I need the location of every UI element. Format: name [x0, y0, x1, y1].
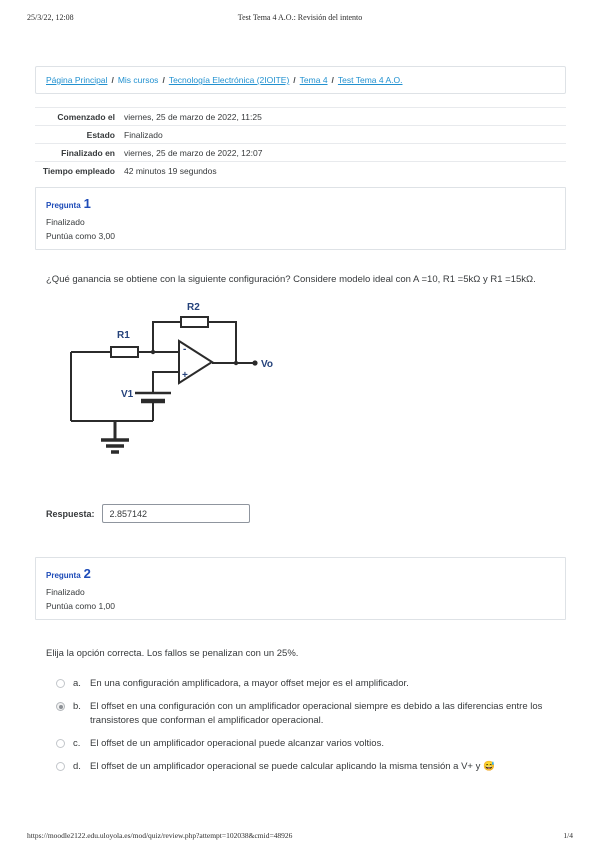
attempt-summary-table: Comenzado el viernes, 25 de marzo de 202… — [35, 107, 566, 179]
question-1-grade: Puntúa como 3,00 — [46, 231, 115, 242]
option-text: En una configuración amplificadora, a ma… — [90, 677, 409, 689]
opamp-plus-sign: + — [182, 370, 188, 381]
label-r2: R2 — [187, 302, 200, 313]
option-b: b. El offset en una configuración con un… — [56, 700, 566, 728]
question-number: 2 — [83, 566, 91, 581]
label-v1: V1 — [121, 389, 134, 400]
radio-option-c[interactable] — [56, 739, 65, 749]
radio-option-d[interactable] — [56, 762, 65, 772]
summary-value: viernes, 25 de marzo de 2022, 12:07 — [124, 147, 263, 158]
breadcrumb-link-test[interactable]: Test Tema 4 A.O. — [337, 75, 403, 85]
terminal-dot-vo — [252, 360, 258, 366]
radio-option-a[interactable] — [56, 678, 65, 688]
label-r1: R1 — [117, 330, 130, 341]
option-text: El offset de un amplificador operacional… — [90, 738, 384, 750]
summary-row-state: Estado Finalizado — [35, 125, 566, 143]
summary-row-finished: Finalizado en viernes, 25 de marzo de 20… — [35, 143, 566, 161]
junction-dot-feedback — [150, 349, 156, 355]
question-label: Pregunta — [46, 201, 81, 211]
opamp-triangle — [178, 339, 214, 385]
option-a: a. En una configuración amplificadora, a… — [56, 677, 566, 691]
summary-value: Finalizado — [124, 129, 163, 140]
wire-plus-input — [152, 371, 179, 393]
summary-row-time: Tiempo empleado 42 minutos 19 segundos — [35, 161, 566, 179]
footer-url: https://moodle2122.edu.uloyola.es/mod/qu… — [27, 831, 293, 840]
summary-row-started: Comenzado el viernes, 25 de marzo de 202… — [35, 107, 566, 125]
breadcrumb-link-my-courses[interactable]: Mis cursos — [117, 75, 159, 85]
junction-dot-output — [233, 360, 239, 366]
option-letter: c. — [73, 738, 81, 750]
summary-value: viernes, 25 de marzo de 2022, 11:25 — [124, 111, 262, 122]
option-text: El offset de un amplificador operacional… — [90, 761, 495, 773]
breadcrumb: Página Principal/Mis cursos/Tecnología E… — [35, 66, 566, 95]
question-1-answer-row: Respuesta: — [46, 504, 566, 523]
question-2-grade: Puntúa como 1,00 — [46, 601, 115, 611]
answer-input[interactable] — [101, 504, 250, 523]
question-2-text: Elija la opción correcta. Los fallos se … — [46, 648, 299, 659]
breadcrumb-separator: / — [293, 75, 296, 85]
question-2-options: a. En una configuración amplificadora, a… — [56, 677, 566, 774]
question-1-state: Finalizado — [46, 217, 85, 228]
question-2-state: Finalizado — [46, 587, 85, 597]
resistor-r1-body — [110, 346, 139, 358]
summary-value: 42 minutos 19 segundos — [124, 165, 217, 176]
option-letter: d. — [73, 761, 81, 773]
breadcrumb-link-tema4[interactable]: Tema 4 — [299, 75, 328, 85]
opamp-minus-sign: - — [183, 344, 186, 355]
option-text: El offset en una configuración con un am… — [90, 701, 543, 726]
summary-label: Tiempo empleado — [42, 165, 115, 176]
answer-label: Respuesta: — [46, 508, 95, 519]
option-letter: a. — [73, 677, 81, 689]
print-title: Test Tema 4 A.O.: Revisión del intento — [237, 13, 363, 22]
breadcrumb-separator: / — [111, 75, 114, 85]
main-content: Página Principal/Mis cursos/Tecnología E… — [35, 66, 566, 784]
option-letter: b. — [73, 701, 81, 713]
print-datetime: 25/3/22, 12:08 — [27, 13, 74, 22]
option-d: d. El offset de un amplificador operacio… — [56, 760, 566, 774]
breadcrumb-link-home[interactable]: Página Principal — [46, 75, 108, 85]
summary-label: Estado — [86, 129, 115, 140]
summary-label: Comenzado el — [57, 111, 115, 122]
option-c: c. El offset de un amplificador operacio… — [56, 737, 566, 751]
breadcrumb-separator: / — [162, 75, 165, 85]
resistor-r2-body — [180, 316, 209, 328]
question-label: Pregunta — [46, 571, 81, 580]
breadcrumb-separator: / — [331, 75, 334, 85]
label-vo: Vo — [261, 359, 273, 370]
summary-label: Finalizado en — [61, 147, 115, 158]
radio-option-b[interactable] — [56, 702, 65, 712]
opamp-circuit-diagram: - + R1 R2 V1 Vo — [70, 302, 273, 454]
breadcrumb-link-course[interactable]: Tecnología Electrónica (2IOITE) — [168, 75, 290, 85]
footer-page-indicator: 1/4 — [563, 831, 573, 840]
question-number: 1 — [83, 196, 91, 212]
question-1-text: ¿Qué ganancia se obtiene con la siguient… — [46, 274, 536, 286]
